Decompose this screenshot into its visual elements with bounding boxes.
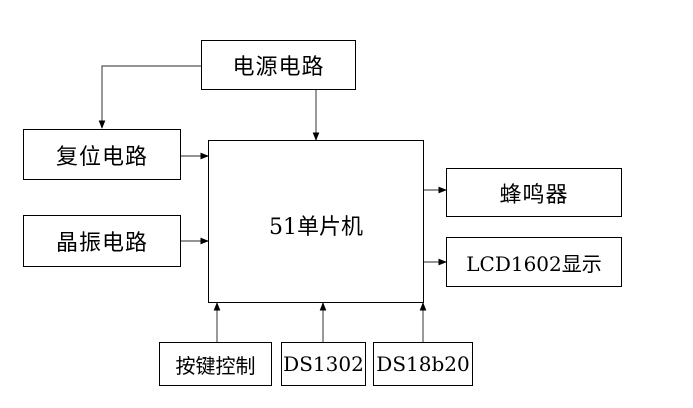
- reset-circuit-label: 复位电路: [55, 144, 148, 170]
- crystal-circuit-label: 晶振电路: [55, 231, 148, 256]
- ds18b20-block: DS18b20: [373, 342, 473, 386]
- ds1302-label: DS1302: [283, 352, 364, 376]
- power-circuit-label: 电源电路: [232, 55, 325, 80]
- key-control-label: 按键控制: [175, 353, 256, 378]
- lcd-display-label: LCD1602显示: [466, 251, 602, 276]
- mcu-label: 51单片机: [269, 215, 363, 240]
- crystal-circuit-block: 晶振电路: [23, 215, 181, 267]
- buzzer-block: 蜂鸣器: [446, 168, 622, 217]
- buzzer-label: 蜂鸣器: [499, 182, 569, 208]
- ds1302-block: DS1302: [281, 342, 366, 386]
- arrow-power-to-reset: [98, 65, 201, 129]
- ds18b20-label: DS18b20: [376, 352, 470, 376]
- key-control-block: 按键控制: [159, 342, 272, 386]
- power-circuit-block: 电源电路: [201, 40, 356, 90]
- lcd-display-block: LCD1602显示: [446, 237, 622, 287]
- mcu-block: 51单片机: [208, 140, 424, 303]
- reset-circuit-block: 复位电路: [23, 129, 181, 180]
